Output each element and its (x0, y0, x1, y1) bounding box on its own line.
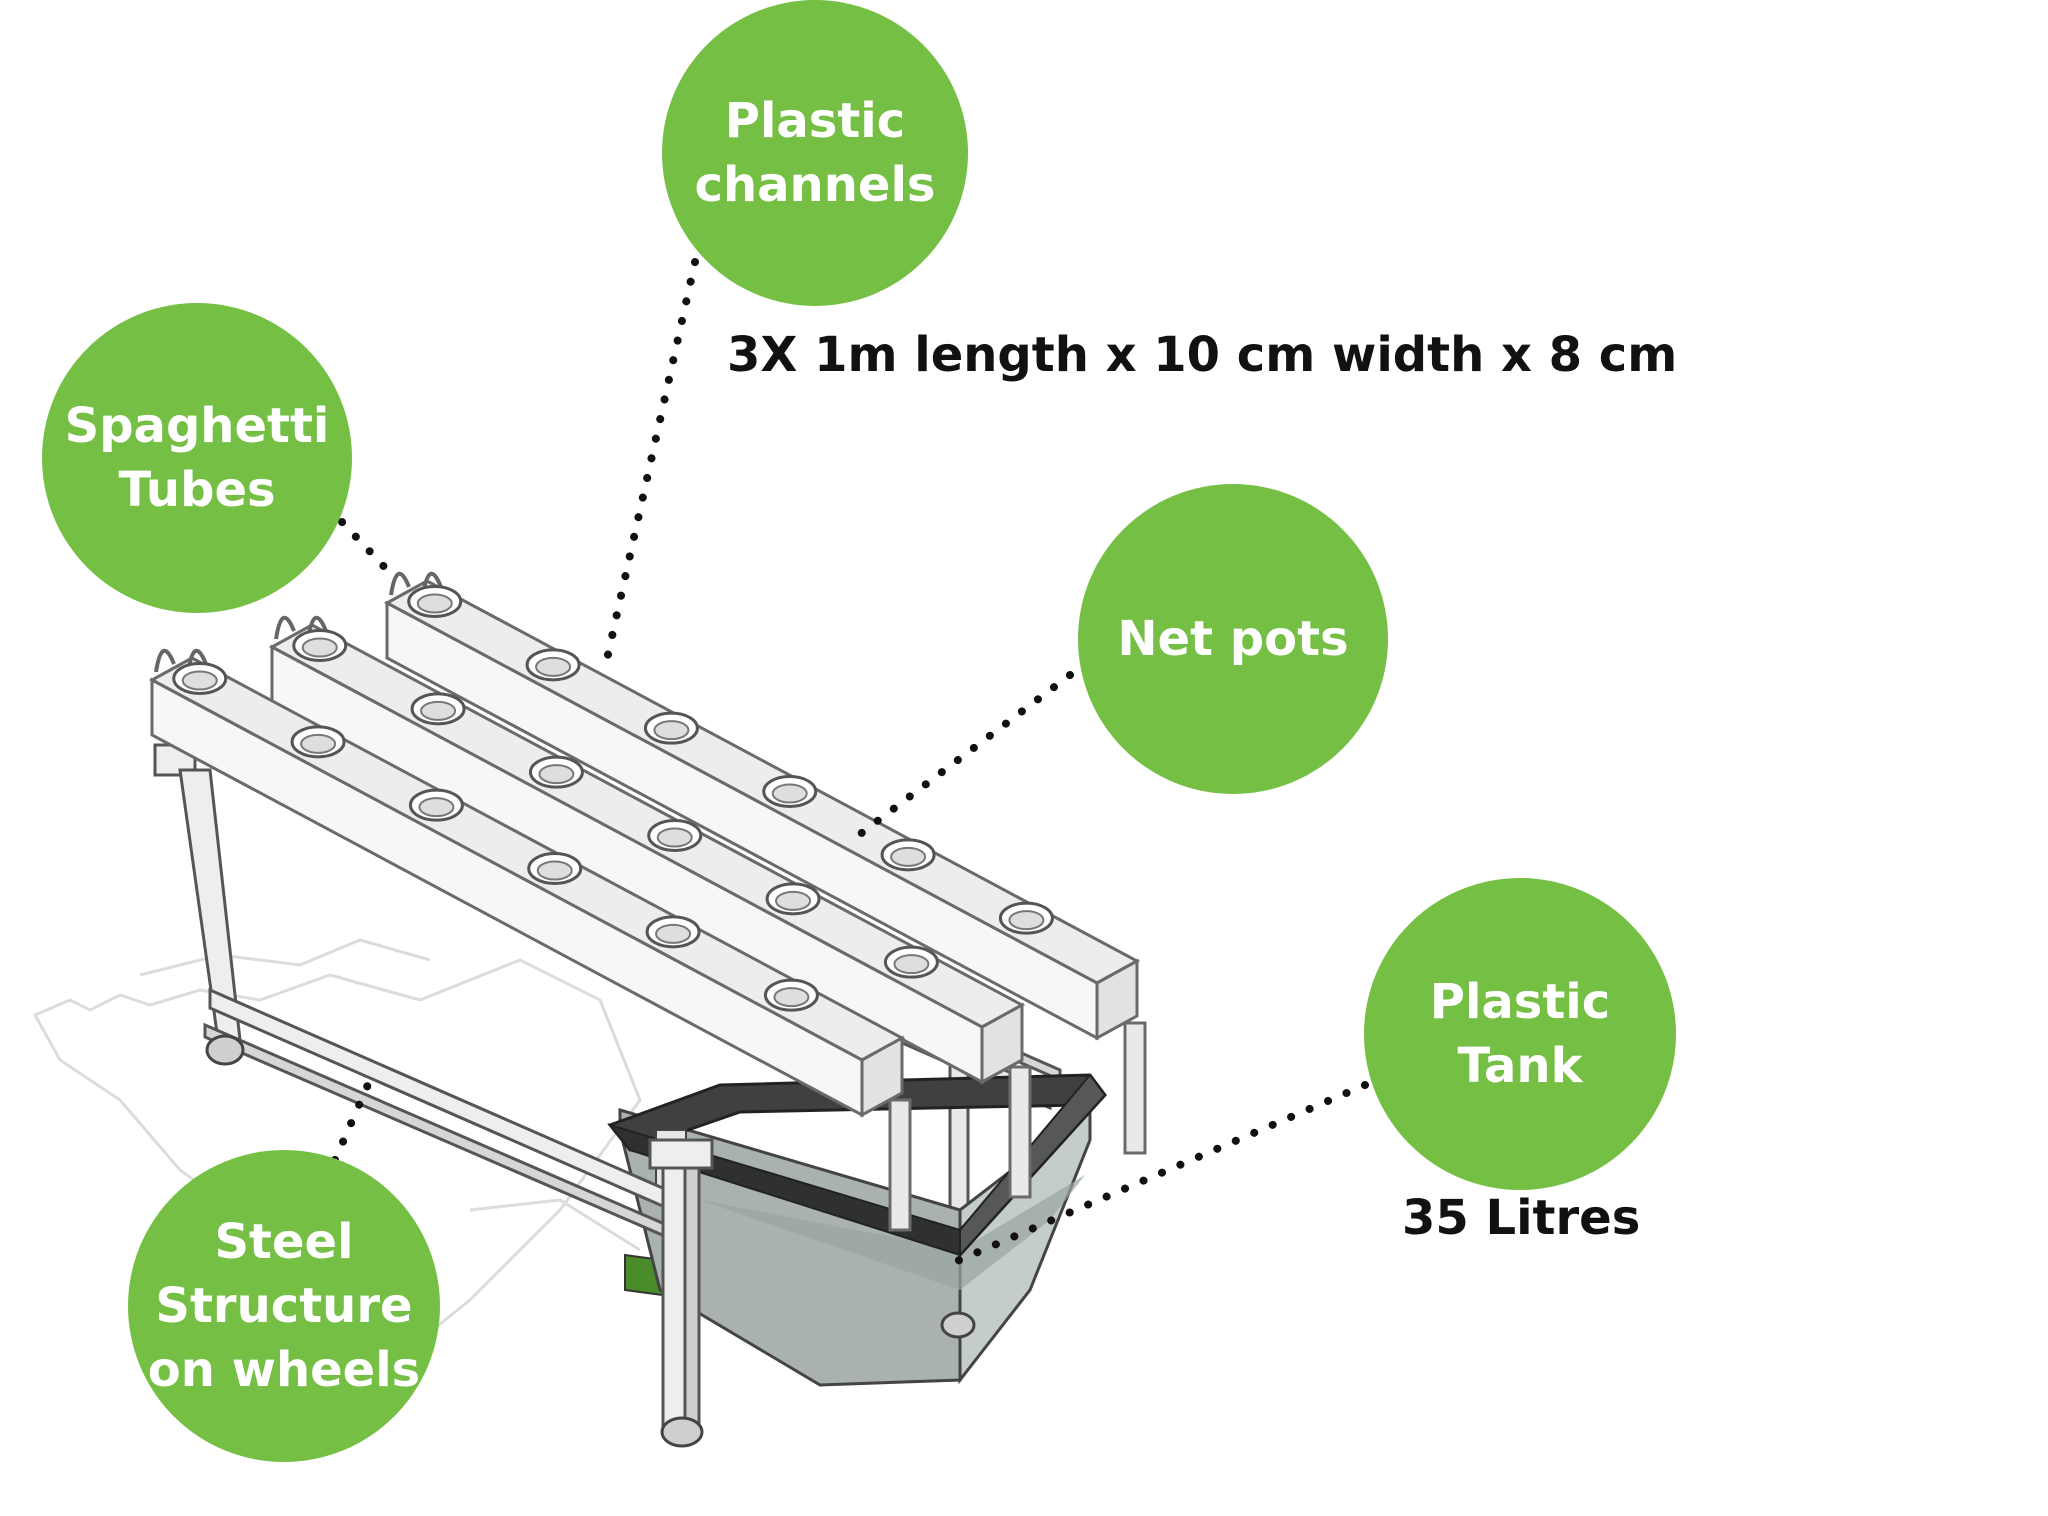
net-pot-inner (181, 670, 218, 691)
net-pot-inner (538, 764, 575, 785)
channel-end-cap (1095, 958, 1139, 1041)
channel-end-cap (980, 1002, 1024, 1085)
plastic-channels-group (148, 572, 1147, 1232)
leader-spaghetti-tubes (338, 518, 396, 579)
label-steel-structure-text: Steel Structure on wheels (147, 1214, 421, 1398)
label-spaghetti-tubes: Spaghetti Tubes (42, 303, 352, 613)
net-pot-inner (656, 827, 693, 848)
wheel-front-right (660, 1416, 704, 1448)
label-spaghetti-tubes-text: Spaghetti Tubes (64, 398, 330, 518)
spaghetti-tube (274, 616, 296, 640)
label-net-pots-text: Net pots (1117, 611, 1349, 667)
label-plastic-tank: Plastic Tank (1364, 878, 1676, 1190)
net-pot-inner (536, 860, 573, 881)
plastic-channel-1 (383, 572, 1147, 1155)
channel-drain-pipe (1123, 1021, 1147, 1155)
leader-plastic-tank (951, 1081, 1369, 1266)
net-pot-inner (300, 733, 337, 754)
wheels (205, 1034, 976, 1448)
net-pot-inner (893, 954, 930, 975)
net-pot-inner (653, 720, 690, 741)
wheel-front-left (205, 1034, 245, 1066)
net-pot-inner (775, 890, 812, 911)
leader-steel-structure (331, 1076, 374, 1164)
net-pot-inner (890, 846, 927, 867)
channels-dimensions-note: 3X 1m length x 10 cm width x 8 cm (727, 327, 1678, 383)
wheel-rear-right (940, 1311, 976, 1339)
leader-net-pots (851, 671, 1074, 842)
label-plastic-tank-text: Plastic Tank (1429, 974, 1611, 1094)
spaghetti-tube (154, 649, 176, 673)
channel-end-cap (860, 1035, 904, 1118)
net-pot-inner (655, 923, 692, 944)
net-pot-inner (1008, 910, 1045, 931)
label-plastic-channels: Plastic channels (662, 0, 968, 306)
net-pot-inner (771, 783, 808, 804)
channel-drain-pipe (888, 1098, 912, 1232)
net-pot-inner (535, 656, 572, 677)
plastic-channel-2 (268, 616, 1032, 1199)
net-pot-inner (301, 637, 338, 658)
net-pot-inner (418, 797, 455, 818)
steel-frame-front (153, 743, 714, 1432)
label-steel-structure: Steel Structure on wheels (128, 1150, 440, 1462)
channel-drain-pipe (1008, 1065, 1032, 1199)
spaghetti-tube (389, 572, 411, 596)
net-pot-inner (416, 593, 453, 614)
label-net-pots: Net pots (1078, 484, 1388, 794)
net-pot-inner (420, 700, 457, 721)
leader-plastic-channels (601, 258, 699, 672)
tank-capacity-note: 35 Litres (1402, 1190, 1641, 1246)
label-plastic-channels-text: Plastic channels (694, 93, 936, 213)
leader-lines (331, 258, 1369, 1266)
plastic-channel-3 (148, 649, 912, 1232)
net-pot-inner (773, 987, 810, 1008)
